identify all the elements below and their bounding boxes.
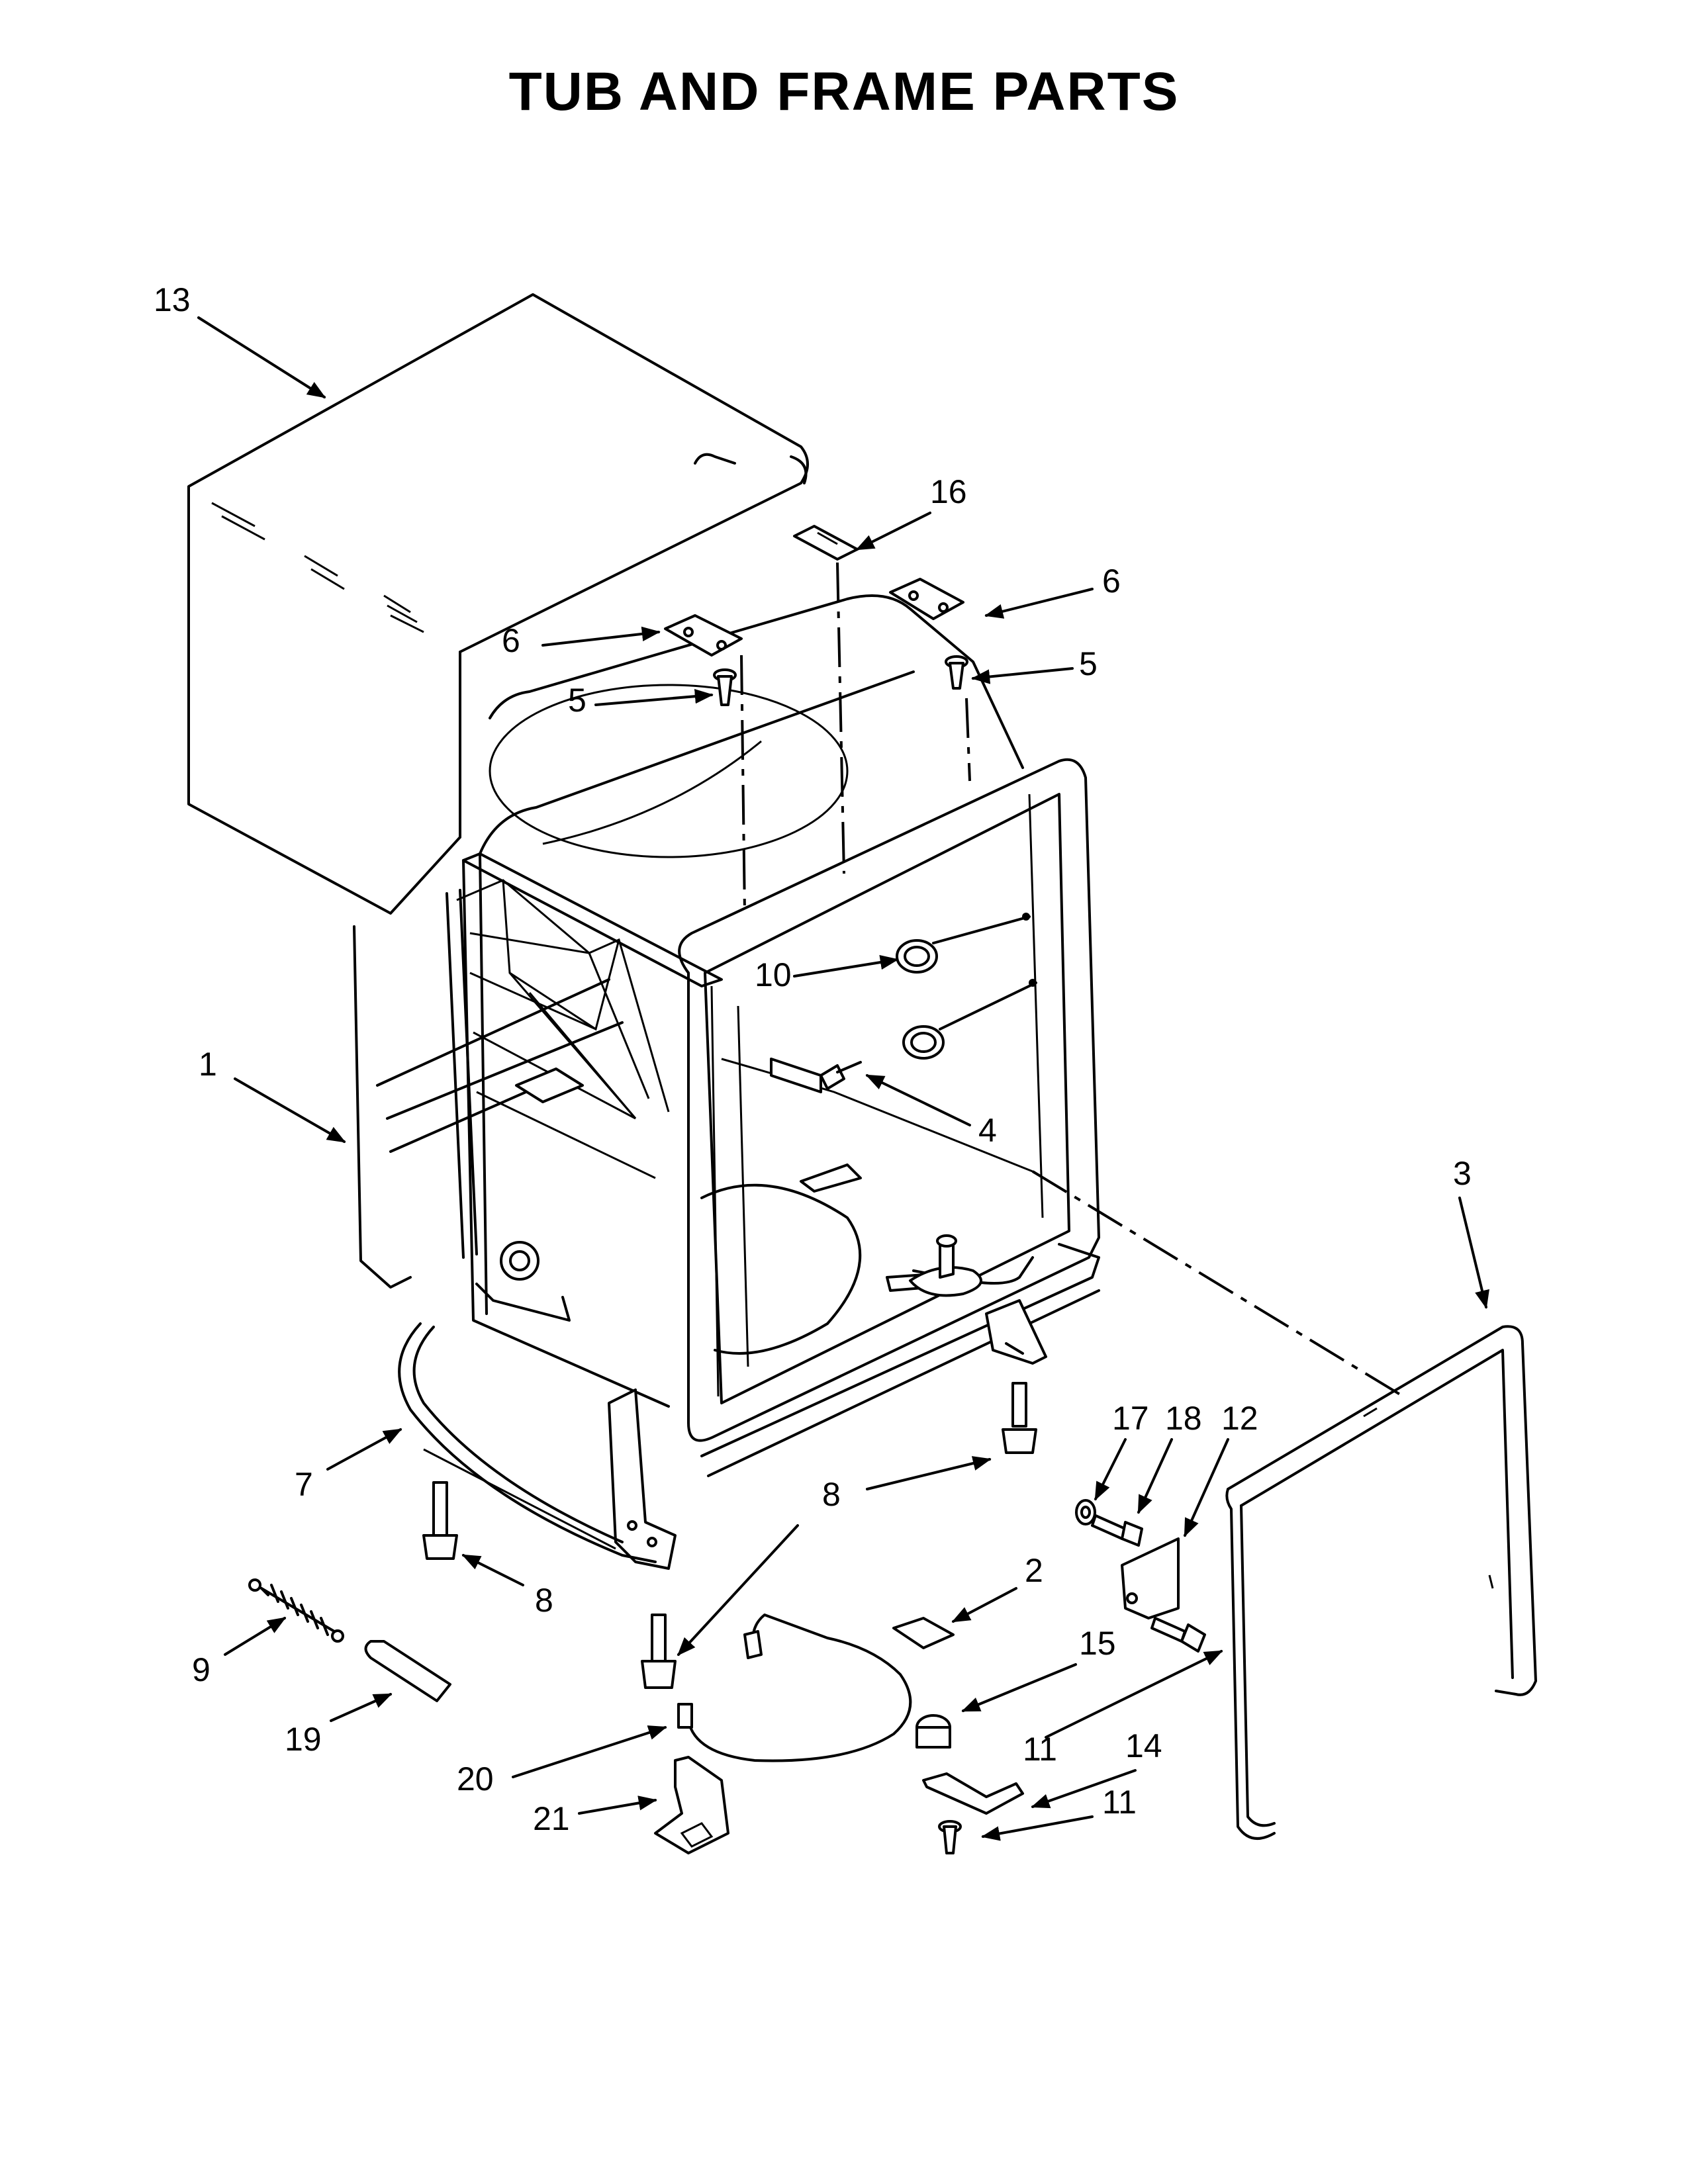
callout-8-center: 8 [822, 1476, 841, 1513]
pad-part-19 [364, 1640, 451, 1702]
callout-12: 12 [1221, 1400, 1258, 1437]
door-gasket-part-3 [1225, 1325, 1537, 1840]
callout-19: 19 [285, 1721, 322, 1758]
callout-5-right: 5 [1079, 645, 1098, 682]
bracket-part-21 [654, 1756, 729, 1854]
callout-11-upper: 11 [1023, 1731, 1057, 1768]
callout-21: 21 [533, 1800, 570, 1837]
assembly-center-lines [740, 562, 1405, 1398]
callout-14: 14 [1125, 1727, 1162, 1764]
spring-part-9 [248, 1578, 344, 1643]
leveling-leg-part-8-left [422, 1481, 458, 1560]
bracket-part-6-right [889, 578, 964, 620]
bracket-part-12 [1121, 1537, 1180, 1619]
screw-part-5-left [713, 668, 737, 706]
callout-15: 15 [1079, 1625, 1116, 1662]
callout-leaders [197, 316, 1489, 1841]
callout-7: 7 [295, 1466, 313, 1503]
page-title: TUB AND FRAME PARTS [508, 62, 1180, 122]
screw-part-11-lower [938, 1820, 962, 1854]
callout-13: 13 [154, 281, 191, 318]
callout-3: 3 [1453, 1155, 1472, 1192]
bracket-part-6-left [664, 614, 743, 657]
callout-9: 9 [192, 1651, 211, 1688]
leveling-leg-part-8-front [641, 1614, 677, 1689]
insulation-blanket-part-13 [187, 293, 809, 915]
callout-10: 10 [755, 956, 792, 993]
thermostat-part-15 [915, 1714, 951, 1749]
wire-harness-part-20 [677, 1614, 912, 1762]
screw-part-5-right [945, 655, 968, 690]
callout-labels: 13 16 6 6 5 5 10 1 4 3 17 18 12 7 8 8 2 … [154, 281, 1472, 1837]
label-part-2 [892, 1617, 955, 1649]
callout-5-left: 5 [568, 682, 586, 719]
callout-1: 1 [199, 1046, 217, 1083]
callout-2: 2 [1025, 1552, 1043, 1589]
callout-4: 4 [978, 1112, 997, 1149]
callout-11-lower: 11 [1102, 1784, 1137, 1821]
callout-6-right: 6 [1102, 563, 1121, 600]
callout-6-left: 6 [502, 622, 520, 659]
callout-17: 17 [1112, 1400, 1149, 1437]
callout-16: 16 [930, 473, 967, 510]
callout-20: 20 [457, 1760, 494, 1797]
callout-18: 18 [1165, 1400, 1202, 1437]
leveling-leg-part-8-center [1002, 1382, 1037, 1454]
door-hinge-part-10 [770, 913, 1037, 1093]
screw-part-11-upper [1150, 1617, 1206, 1653]
screw-part-18 [1091, 1514, 1143, 1547]
washer-part-17 [1075, 1499, 1096, 1525]
tub-side-part-1 [353, 852, 723, 1408]
callout-8-left: 8 [535, 1582, 553, 1619]
top-clip-part-16 [793, 525, 859, 561]
bracket-part-14 [922, 1772, 1024, 1815]
